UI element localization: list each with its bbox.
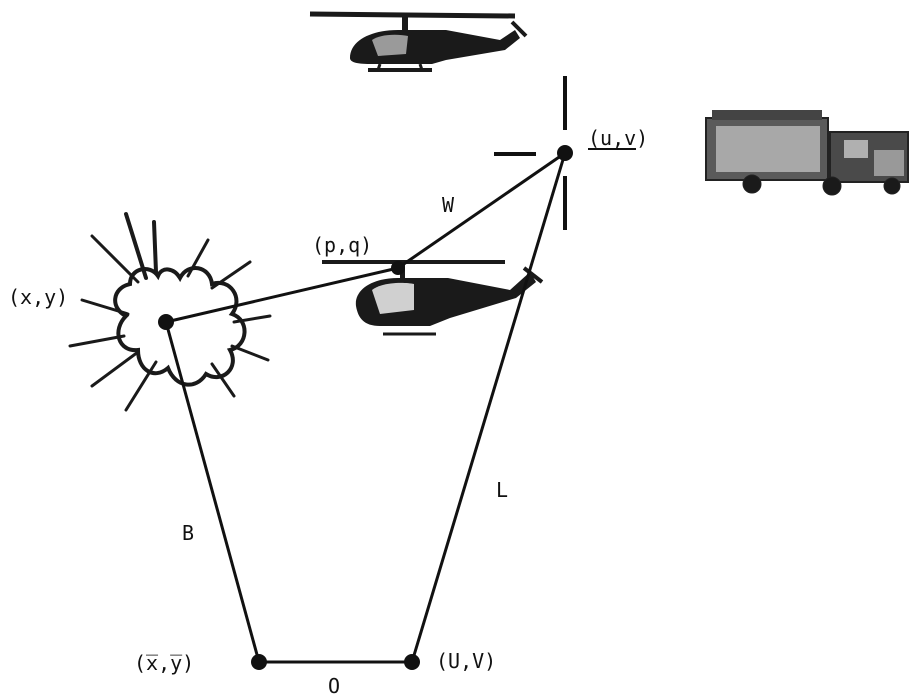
point-target [557, 145, 573, 161]
label-burst: (x,y) [8, 285, 68, 309]
label-segment-w: W [442, 193, 455, 217]
point-burst [158, 314, 174, 330]
point-markers [158, 145, 573, 670]
label-segment-o: O [328, 674, 340, 697]
segment-lines [164, 151, 567, 664]
segment-l [410, 152, 567, 663]
segment-b [164, 321, 261, 663]
helicopter-icon [322, 260, 544, 336]
segment-sight-line [165, 266, 399, 324]
crosshair-icon [494, 76, 567, 230]
explosion-icon [68, 212, 272, 412]
segment-w [397, 151, 566, 270]
label-segment-l: L [496, 478, 508, 502]
point-helicopter-low [391, 261, 405, 275]
helicopter-icon [309, 11, 528, 72]
label-observer-upper: (U,V) [436, 649, 496, 673]
label-segment-b: B [182, 521, 194, 545]
point-observer-upper [404, 654, 420, 670]
label-target: (u,v) [588, 126, 648, 150]
label-helicopter-low: (p,q) [312, 233, 372, 257]
truck-icon [705, 110, 909, 196]
label-observer-bar: (x̅,y̅) [134, 651, 194, 675]
point-observer-bar [251, 654, 267, 670]
